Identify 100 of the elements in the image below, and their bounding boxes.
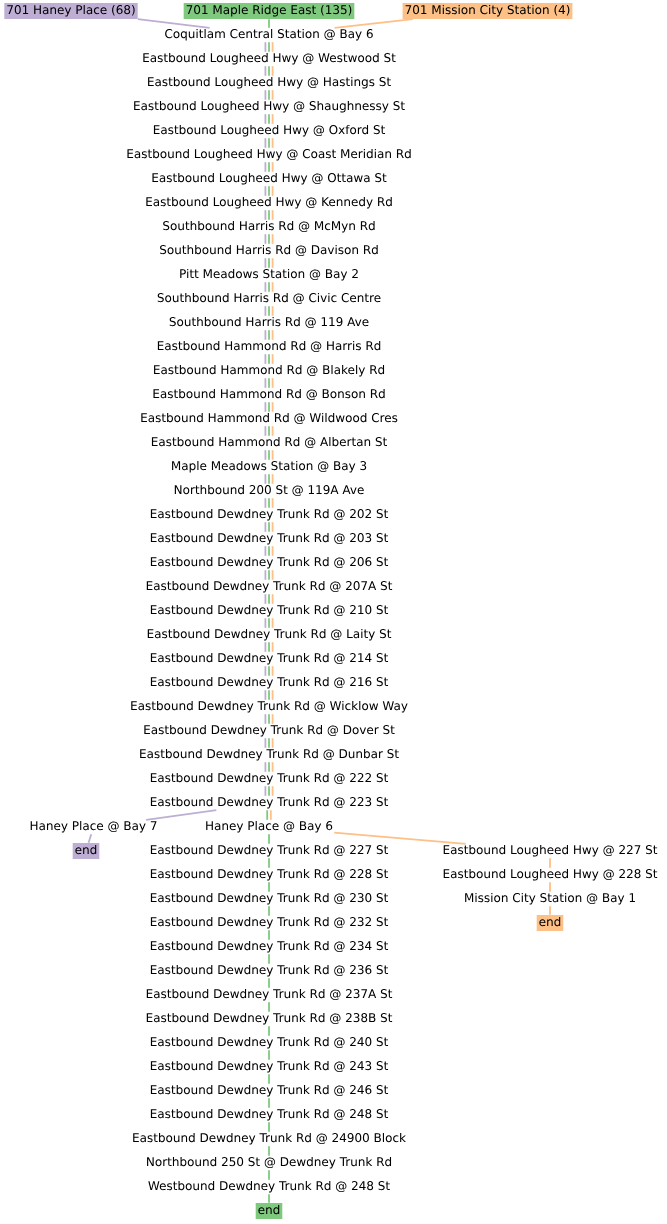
route-line — [549, 857, 551, 869]
route-line — [268, 209, 270, 221]
route-line — [268, 137, 270, 149]
route-line — [268, 857, 270, 869]
route-line — [271, 737, 274, 749]
route-line — [271, 185, 274, 197]
route-line — [264, 233, 267, 245]
route-line — [269, 809, 272, 821]
route-line — [271, 353, 274, 365]
route-line — [271, 761, 274, 773]
stop-label: Eastbound Dewdney Trunk Rd @ 240 St — [150, 1036, 388, 1049]
route-line — [87, 833, 93, 844]
stop-label: Eastbound Dewdney Trunk Rd @ 203 St — [150, 532, 388, 545]
route-line — [264, 617, 267, 629]
route-line — [268, 593, 270, 605]
route-line — [264, 65, 267, 77]
route-line — [268, 545, 270, 557]
route-line — [549, 905, 551, 916]
route-line — [268, 65, 270, 77]
stop-label: Eastbound Dewdney Trunk Rd @ 223 St — [150, 796, 388, 809]
route-line — [271, 497, 274, 509]
stop-label: Eastbound Hammond Rd @ Blakely Rd — [154, 364, 385, 377]
route-line — [264, 665, 267, 677]
route-line — [264, 425, 267, 437]
route-line — [268, 905, 270, 917]
route-line — [268, 521, 270, 533]
stop-label: Eastbound Dewdney Trunk Rd @ 210 St — [150, 604, 388, 617]
route-line — [271, 41, 274, 53]
route-line — [268, 1193, 270, 1204]
stop-label: Eastbound Dewdney Trunk Rd @ Wicklow Way — [131, 700, 408, 713]
route-line — [264, 329, 267, 341]
route-line — [271, 401, 274, 413]
route-line — [268, 401, 270, 413]
route-line — [264, 377, 267, 389]
route-line — [268, 1169, 270, 1181]
route-line — [268, 1001, 270, 1013]
route-line — [268, 329, 270, 341]
route-line — [271, 713, 274, 725]
route-line — [268, 89, 270, 101]
stop-label: Southbound Harris Rd @ Davison Rd — [160, 244, 378, 257]
route-line — [268, 185, 270, 197]
route-line — [266, 809, 269, 821]
route-line — [268, 425, 270, 437]
route-line — [137, 18, 211, 29]
stop-label: Eastbound Lougheed Hwy @ Hastings St — [148, 76, 391, 89]
route-line — [271, 281, 274, 293]
route-line — [264, 641, 267, 653]
stop-label: Eastbound Lougheed Hwy @ Oxford St — [153, 124, 385, 137]
route-box: 701 Mission City Station (4) — [402, 3, 573, 19]
route-line — [264, 209, 267, 221]
route-line — [264, 257, 267, 269]
route-line — [264, 89, 267, 101]
end-box: end — [536, 915, 564, 931]
stop-label: Mission City Station @ Bay 1 — [465, 892, 635, 905]
route-line — [264, 401, 267, 413]
route-line — [268, 1121, 270, 1133]
stop-label: Eastbound Dewdney Trunk Rd @ 248 St — [150, 1108, 388, 1121]
stop-label: Eastbound Dewdney Trunk Rd @ 232 St — [150, 916, 388, 929]
route-line — [271, 257, 274, 269]
stop-label: Haney Place @ Bay 6 — [206, 820, 333, 833]
route-line — [271, 65, 274, 77]
route-line — [268, 113, 270, 125]
route-line — [271, 425, 274, 437]
route-line — [268, 1073, 270, 1085]
route-line — [264, 41, 267, 53]
route-line — [271, 785, 274, 797]
route-line — [268, 833, 270, 845]
route-line — [264, 737, 267, 749]
route-line — [268, 713, 270, 725]
route-line — [264, 761, 267, 773]
route-line — [264, 449, 267, 461]
stop-label: Eastbound Lougheed Hwy @ Ottawa St — [152, 172, 387, 185]
stop-label: Southbound Harris Rd @ McMyn Rd — [163, 220, 375, 233]
stop-label: Eastbound Hammond Rd @ Bonson Rd — [153, 388, 385, 401]
route-line — [271, 545, 274, 557]
route-line — [268, 1049, 270, 1061]
end-box: end — [72, 843, 100, 859]
route-line — [271, 137, 274, 149]
route-line — [271, 593, 274, 605]
stop-label: Eastbound Dewdney Trunk Rd @ 207A St — [146, 580, 393, 593]
route-line — [271, 329, 274, 341]
stop-label: Eastbound Dewdney Trunk Rd @ 237A St — [146, 988, 393, 1001]
stop-label: Pitt Meadows Station @ Bay 2 — [180, 268, 358, 281]
route-line — [268, 497, 270, 509]
route-line — [271, 641, 274, 653]
stop-label: Eastbound Dewdney Trunk Rd @ 228 St — [150, 868, 388, 881]
route-line — [268, 689, 270, 701]
route-line — [271, 569, 274, 581]
route-line — [271, 209, 274, 221]
stop-label: Eastbound Dewdney Trunk Rd @ 236 St — [150, 964, 388, 977]
stop-label: Eastbound Dewdney Trunk Rd @ 222 St — [150, 772, 388, 785]
route-line — [268, 305, 270, 317]
route-line — [268, 881, 270, 893]
stop-label: Eastbound Dewdney Trunk Rd @ 243 St — [150, 1060, 388, 1073]
stop-label: Eastbound Hammond Rd @ Wildwood Cres — [141, 412, 398, 425]
stop-label: Eastbound Dewdney Trunk Rd @ 234 St — [150, 940, 388, 953]
route-line — [268, 161, 270, 173]
stop-label: Eastbound Lougheed Hwy @ Shaughnessy St — [134, 100, 405, 113]
route-line — [264, 113, 267, 125]
route-line — [264, 137, 267, 149]
